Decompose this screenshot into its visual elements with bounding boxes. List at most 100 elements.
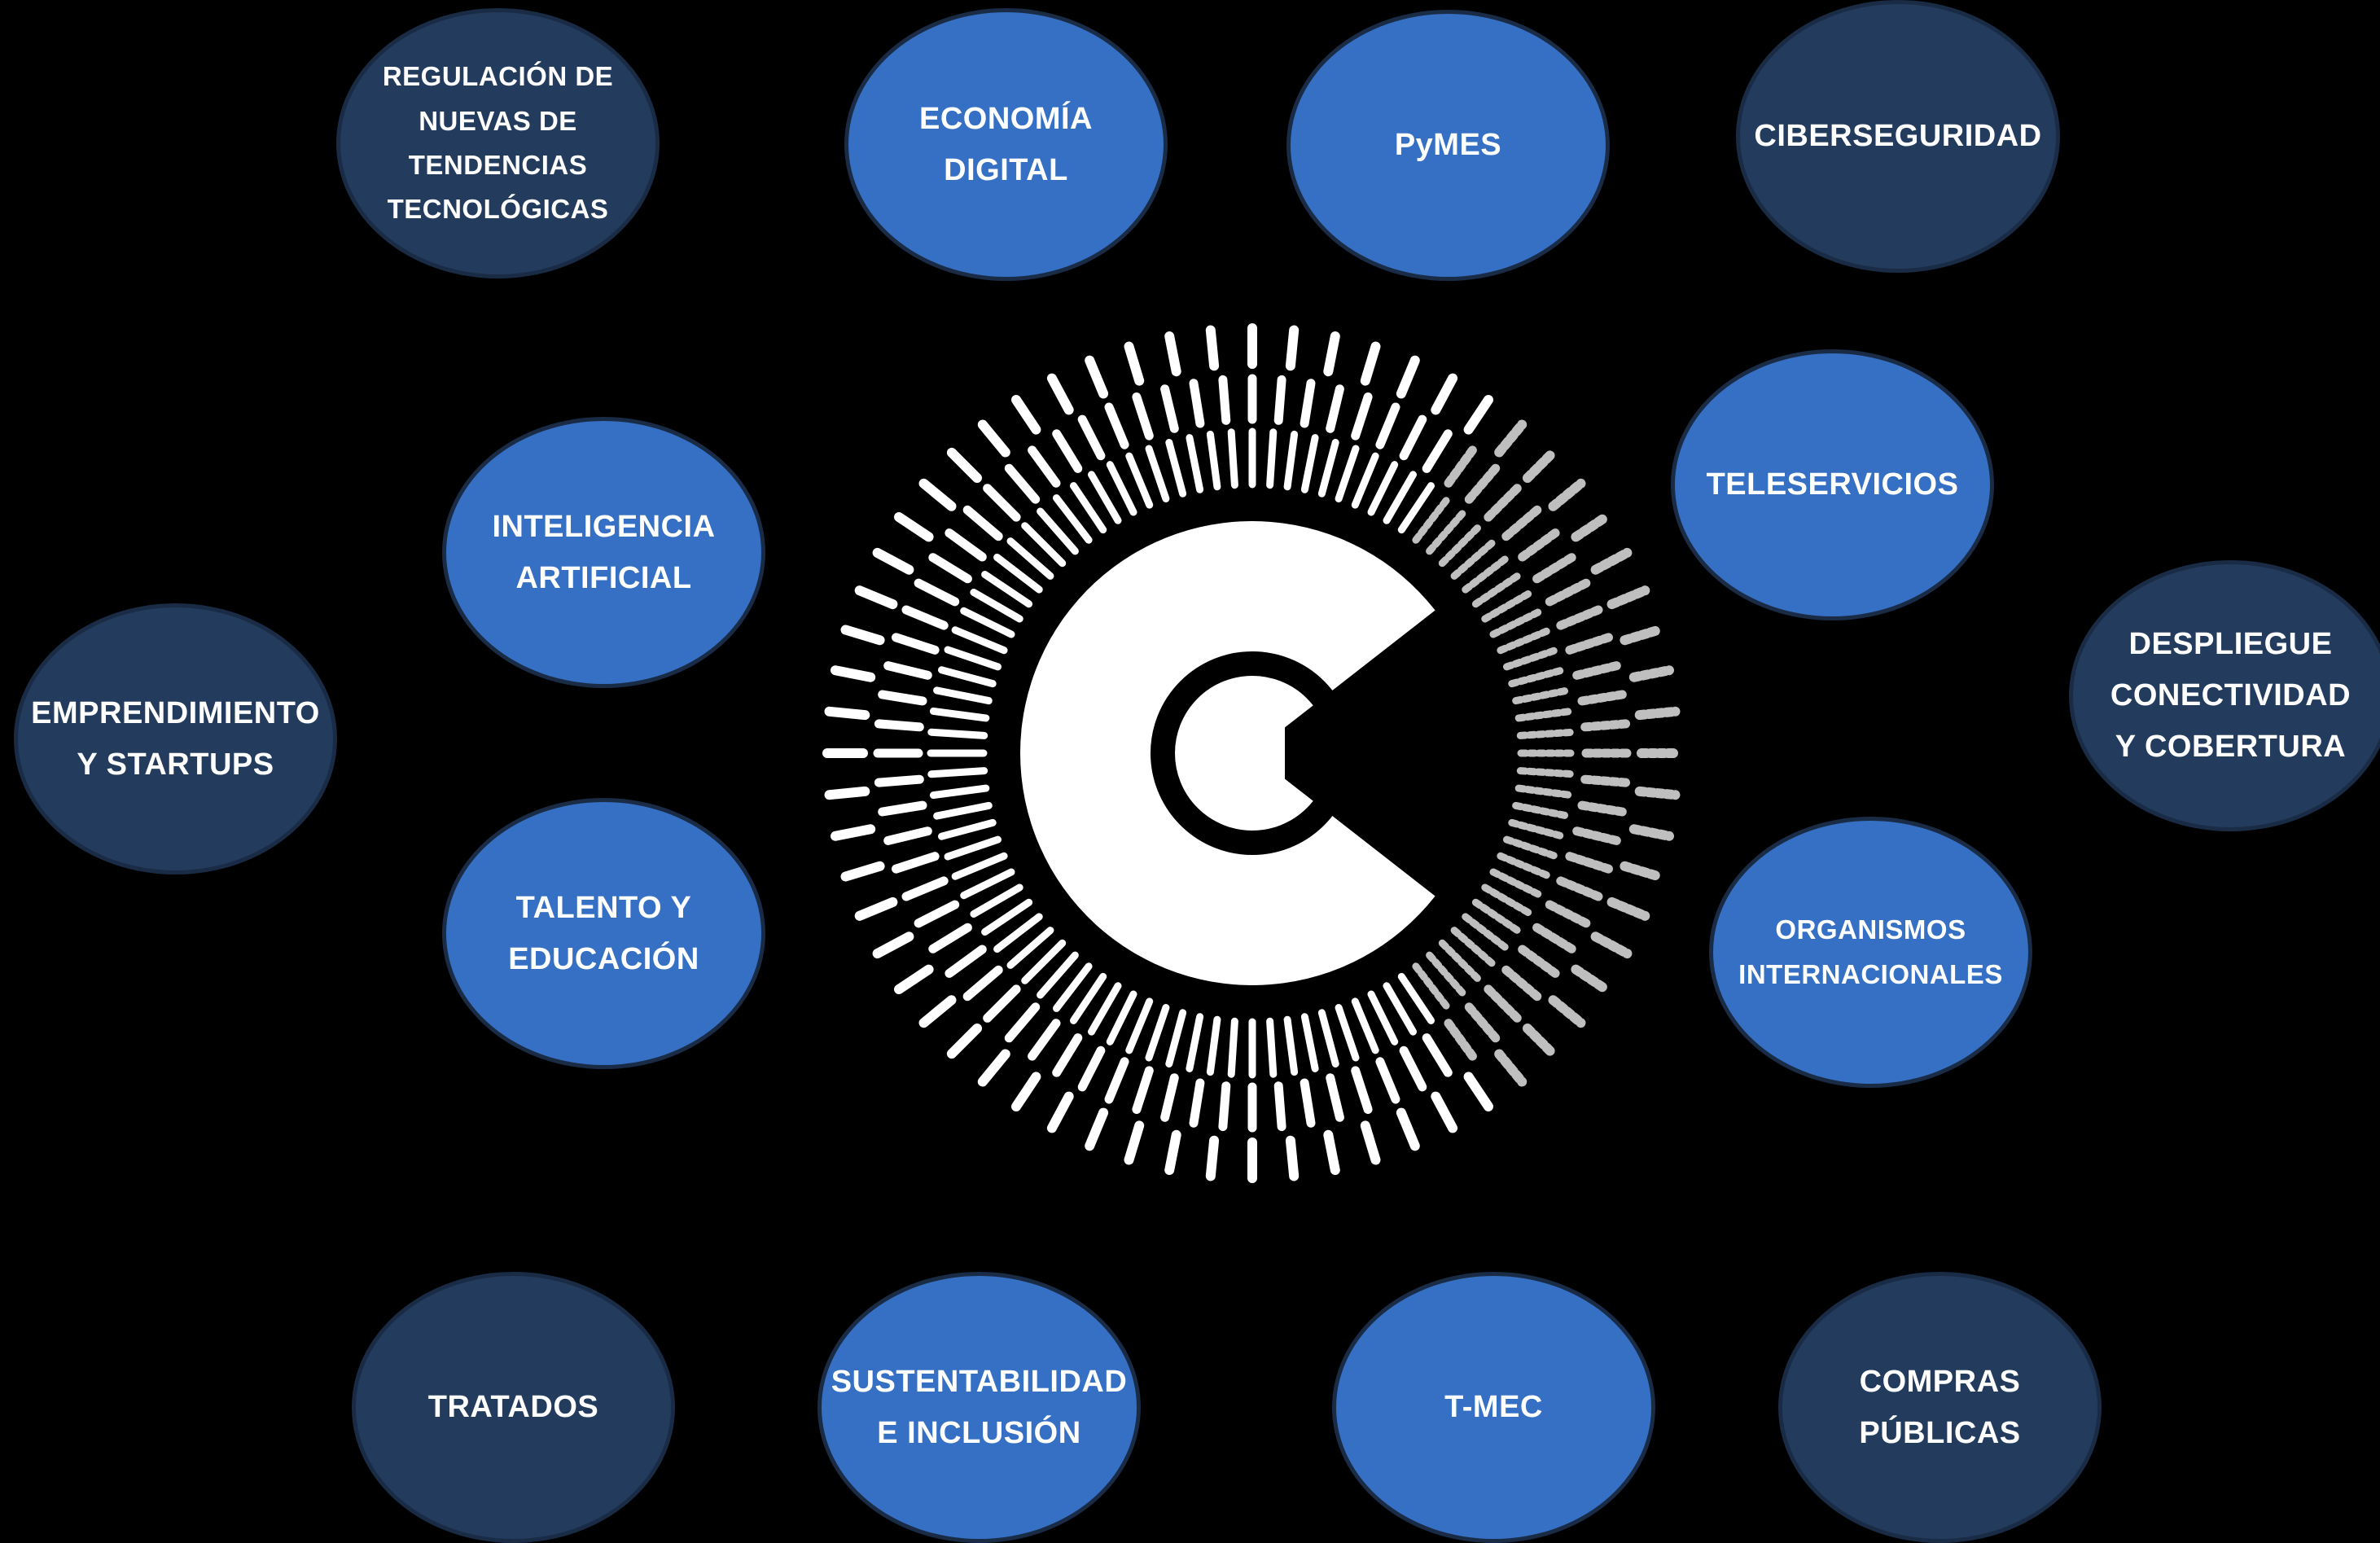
logo-ray [1300,434,1319,493]
logo-ray [993,554,1043,594]
logo-ray [1512,801,1571,820]
logo-ray [1606,585,1650,610]
logo-ray [981,571,1033,608]
logo-ray [1160,1073,1179,1122]
logo-ray [1028,1019,1061,1061]
node-tratados: TRATADOS [352,1272,675,1543]
logo-ray [1021,939,1067,984]
logo-ray [918,478,957,511]
node-compras-publicas: COMPRAS PÚBLICAS [1778,1272,2102,1543]
logo-ray [1285,1135,1300,1181]
logo-ray [993,913,1043,953]
logo-ray [1335,445,1360,502]
logo-ray [1266,1017,1278,1078]
logo-ray [1523,1024,1558,1059]
logo-ray [951,852,1008,880]
logo-ray [831,824,876,841]
logo-ray [1514,784,1576,800]
logo-ray [1484,984,1522,1023]
logo-ray [1106,990,1137,1045]
node-talento-educacion-label: TALENTO Y EDUCACIÓN [508,890,699,976]
logo-ray [1383,982,1417,1036]
logo-ray [1412,494,1452,544]
node-sustentabilidad-label: SUSTENTABILIDAD E INCLUSIÓN [831,1364,1128,1450]
node-economia-digital-label: ECONOMÍA DIGITAL [919,101,1093,187]
logo-ray [1085,355,1109,399]
logo-ray [1565,852,1613,874]
logo-ray [1351,452,1379,509]
logo-ray [1462,554,1511,594]
node-inteligencia-artificial: INTELIGENCIA ARTIFICIAL [442,417,765,688]
logo-ray [1021,522,1067,568]
logo-ray [1471,898,1523,936]
logo-ray [1351,1066,1373,1114]
logo-ray [1464,463,1501,504]
logo-ray [1556,876,1603,901]
logo-ray [1399,1045,1427,1092]
logo-ray [1489,607,1545,638]
logo-ray [1501,505,1542,541]
node-tmec: T-MEC [1332,1272,1655,1543]
logo-ray [1283,1015,1299,1076]
logo-ray [1426,951,1468,999]
logo-ray [840,861,885,882]
logo-ray [1189,379,1205,428]
logo-ray [1444,445,1477,488]
logo-ray [1590,547,1633,575]
logo-ray [872,931,914,959]
logo-ray [1399,414,1427,461]
logo-ray [1028,445,1061,488]
logo-ray [1450,927,1498,969]
logo-ray [1367,461,1399,516]
logo-ray [1503,835,1561,861]
logo-ray [1052,1033,1083,1077]
logo-ray [977,419,1010,458]
logo-ray [914,900,960,928]
logo-ray [1606,896,1650,921]
logo-ray [1620,861,1664,882]
logo-ray [1577,690,1627,706]
logo-ray [901,876,949,901]
node-organismos-label: ORGANISMOS INTERNACIONALES [1738,914,2003,989]
logo-ray [1497,852,1554,880]
logo-ray [1412,962,1452,1012]
logo-ray [1077,1045,1106,1092]
logo-ray [1165,439,1187,498]
logo-ray [1186,434,1204,493]
logo-ray [1227,428,1238,489]
logo-ray [1124,341,1145,386]
logo-ray [962,505,1003,541]
logo-ray [938,666,997,688]
node-talento-educacion: TALENTO Y EDUCACIÓN [442,798,765,1069]
logo-ray [1481,589,1535,623]
logo-ray [1011,1072,1041,1111]
logo-ray [892,633,940,655]
logo-ray [1085,1107,1109,1151]
logo-ray [1494,1049,1527,1087]
logo-ray [1571,964,1611,994]
logo-ray [1484,484,1522,522]
logo-ray [901,605,949,630]
logo-ray [1577,800,1627,817]
logo-ray [1104,402,1129,449]
logo-ray [1006,537,1054,580]
logo-ray [1462,913,1511,953]
logo-ray [1189,1078,1205,1128]
radial-c-logo-icon [822,323,1682,1183]
node-tratados-label: TRATADOS [427,1390,599,1425]
logo-ray [970,883,1023,918]
logo-ray [1323,1129,1340,1175]
node-compras-publicas-label: COMPRAS PÚBLICAS [1859,1364,2021,1450]
logo-ray [960,607,1015,638]
node-pymes-label: PyMES [1394,128,1502,163]
logo-ray [1471,571,1523,608]
node-inteligencia-artificial-label: INTELIGENCIA ARTIFICIAL [492,509,716,595]
logo-ray [1132,1066,1154,1114]
node-despliegue: DESPLIEGUE CONECTIVIDAD Y COBERTURA [2069,560,2380,831]
logo-ray [1397,972,1435,1024]
node-emprendimiento-label: EMPRENDIMIENTO Y STARTUPS [31,695,320,782]
logo-ray [1104,1057,1129,1104]
logo-ray [1053,962,1093,1012]
logo-ray [1037,951,1079,999]
logo-ray [1273,375,1286,425]
